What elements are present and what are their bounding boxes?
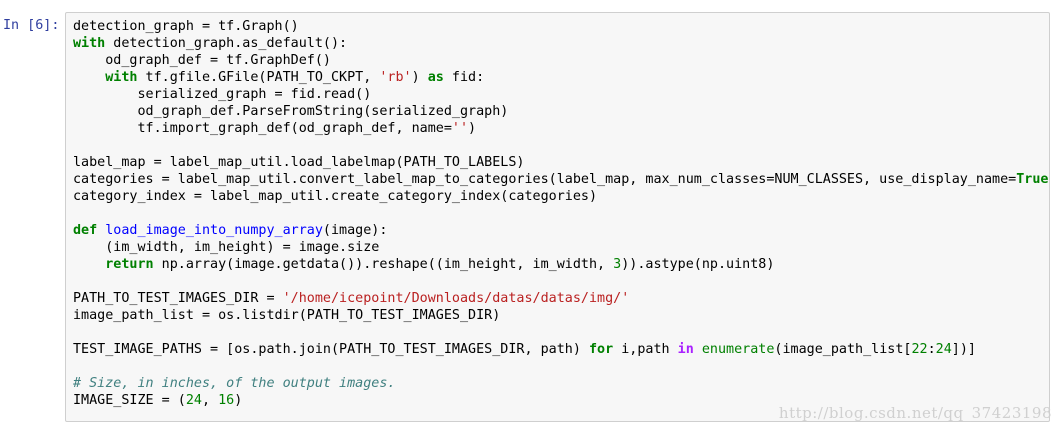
code-token: (image_path_list[ <box>774 342 912 357</box>
code-token: image_path_list = os.listdir(PATH_TO_TES… <box>73 308 501 323</box>
code-token: PATH_TO_TEST_IMAGES_DIR = <box>73 291 283 306</box>
code-token: i,path <box>613 342 678 357</box>
code-token: detection_graph = tf.Graph() <box>73 19 299 34</box>
code-token: as <box>427 70 444 85</box>
code-line: image_path_list = os.listdir(PATH_TO_TES… <box>73 307 1049 324</box>
code-line: detection_graph = tf.Graph() <box>73 18 1049 35</box>
code-token: ) <box>234 393 243 408</box>
code-line: od_graph_def.ParseFromString(serialized_… <box>73 103 1049 120</box>
code-token: return <box>105 257 154 272</box>
code-line: def load_image_into_numpy_array(image): <box>73 222 1049 239</box>
code-token: tf.gfile.GFile(PATH_TO_CKPT, <box>137 70 380 85</box>
code-token: od_graph_def.ParseFromString(serialized_… <box>73 104 509 119</box>
code-token: od_graph_def = tf.GraphDef() <box>73 53 331 68</box>
code-token: ) <box>468 121 477 136</box>
code-line: return np.array(image.getdata()).reshape… <box>73 256 1049 273</box>
code-line: category_index = label_map_util.create_c… <box>73 188 1049 205</box>
code-token: detection_graph.as_default(): <box>105 36 348 51</box>
code-token <box>73 257 105 272</box>
code-token: fid: <box>443 70 485 85</box>
code-token: np.array(image.getdata()).reshape((im_he… <box>153 257 614 272</box>
code-token: 22 <box>911 342 928 357</box>
code-token: label_map = label_map_util.load_labelmap… <box>73 155 525 170</box>
code-line: IMAGE_SIZE = (24, 16) <box>73 392 1049 409</box>
code-token: , <box>202 393 219 408</box>
code-token: for <box>588 342 614 357</box>
code-token: with <box>105 70 138 85</box>
code-token: )).astype(np.uint8) <box>621 257 775 272</box>
watermark-text: http://blog.csdn.net/qq_37423198 <box>778 404 1052 422</box>
code-token: (im_width, im_height) = image.size <box>73 240 380 255</box>
code-line: label_map = label_map_util.load_labelmap… <box>73 154 1049 171</box>
code-line: tf.import_graph_def(od_graph_def, name='… <box>73 120 1049 137</box>
code-token <box>73 70 105 85</box>
code-token: # Size, in inches, of the output images. <box>73 376 396 391</box>
code-line <box>73 358 1049 375</box>
code-token: enumerate <box>701 342 775 357</box>
code-line: PATH_TO_TEST_IMAGES_DIR = '/home/icepoin… <box>73 290 1049 307</box>
code-line: with detection_graph.as_default(): <box>73 35 1049 52</box>
code-token: 24 <box>185 393 202 408</box>
code-token: True <box>1016 172 1049 187</box>
code-token: 24 <box>935 342 952 357</box>
code-input-area[interactable]: detection_graph = tf.Graph()with detecti… <box>65 12 1050 422</box>
code-token: (image): <box>322 223 388 238</box>
code-token: ) <box>411 70 428 85</box>
code-line: od_graph_def = tf.GraphDef() <box>73 52 1049 69</box>
code-token: TEST_IMAGE_PATHS = [os.path.join(PATH_TO… <box>73 342 589 357</box>
code-token: def <box>73 223 98 238</box>
code-line <box>73 324 1049 341</box>
input-prompt: In [6]: <box>3 18 60 33</box>
code-line <box>73 273 1049 290</box>
code-token: '' <box>451 121 469 136</box>
code-token: with <box>73 36 106 51</box>
code-line: TEST_IMAGE_PATHS = [os.path.join(PATH_TO… <box>73 341 1049 358</box>
code-line: # Size, in inches, of the output images. <box>73 375 1049 392</box>
code-line: categories = label_map_util.convert_labe… <box>73 171 1050 188</box>
code-line: serialized_graph = fid.read() <box>73 86 1049 103</box>
code-editor[interactable]: detection_graph = tf.Graph()with detecti… <box>73 18 1050 409</box>
code-line: with tf.gfile.GFile(PATH_TO_CKPT, 'rb') … <box>73 69 1049 86</box>
code-token: tf.import_graph_def(od_graph_def, name= <box>73 121 452 136</box>
code-token: '/home/icepoint/Downloads/datas/datas/im… <box>282 291 630 306</box>
code-token: categories = label_map_util.convert_labe… <box>73 172 1017 187</box>
code-token <box>694 342 702 357</box>
code-line <box>73 137 1049 154</box>
code-token: ])] <box>951 342 976 357</box>
code-token: : <box>927 342 936 357</box>
code-token: load_image_into_numpy_array <box>105 223 323 238</box>
code-token: serialized_graph = fid.read() <box>73 87 372 102</box>
code-token: in <box>677 342 694 357</box>
code-token: 16 <box>218 393 235 408</box>
code-token: 'rb' <box>379 70 412 85</box>
code-line: (im_width, im_height) = image.size <box>73 239 1049 256</box>
code-token: 3 <box>613 257 622 272</box>
code-token: ) <box>1049 172 1050 187</box>
code-line <box>73 205 1049 222</box>
code-token: IMAGE_SIZE = ( <box>73 393 186 408</box>
code-token: category_index = label_map_util.create_c… <box>73 189 598 204</box>
